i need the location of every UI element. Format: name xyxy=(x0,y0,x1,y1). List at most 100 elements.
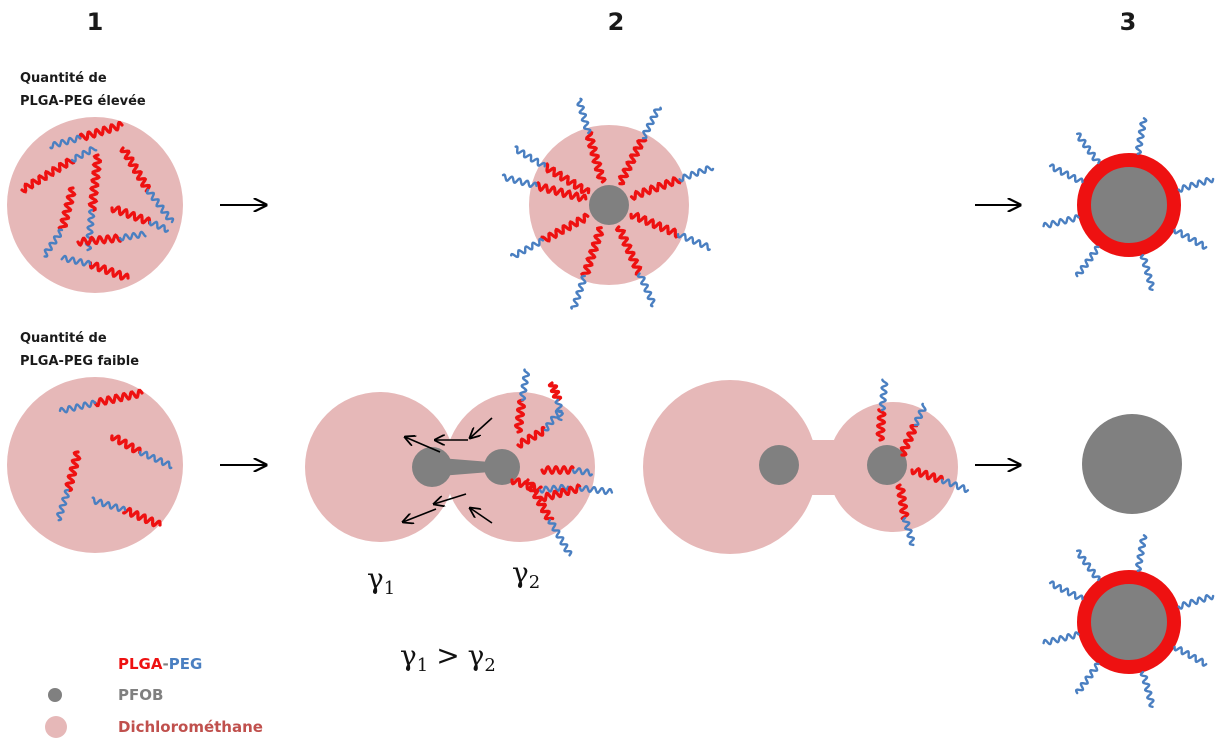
plga-segment xyxy=(88,261,130,281)
peg-segment xyxy=(547,518,573,557)
peg-segment xyxy=(538,483,570,494)
relation-operator: > xyxy=(436,639,459,672)
plga-segment xyxy=(57,186,77,232)
peg-segment xyxy=(501,173,538,189)
plga-segment xyxy=(899,424,919,457)
plga-segment xyxy=(87,153,103,212)
plga-segment xyxy=(110,434,142,455)
relation-gamma1-sub: 1 xyxy=(417,655,428,676)
peg-segment xyxy=(570,274,587,310)
flow-arrow-6 xyxy=(470,508,493,524)
peg-segment xyxy=(1139,253,1155,291)
plga-segment xyxy=(629,211,679,239)
flow-arrow-4 xyxy=(434,493,467,504)
peg-segment xyxy=(913,402,927,427)
plga-segment xyxy=(513,398,526,434)
plga-segment xyxy=(516,425,546,449)
peg-segment xyxy=(1076,549,1101,582)
pfob-core-right xyxy=(484,449,520,485)
peg-segment xyxy=(940,478,970,493)
peg-segment xyxy=(1048,580,1084,601)
peg-segment xyxy=(138,450,173,470)
peg-segment xyxy=(58,399,97,414)
tension-label-gamma2: γ2 xyxy=(512,556,540,593)
plga-segment xyxy=(76,233,122,247)
pfob-core-left xyxy=(412,447,452,487)
legend-pfob-swatch xyxy=(48,688,62,702)
peg-segment xyxy=(49,134,82,150)
svg-text:γ1>γ2: γ1>γ2 xyxy=(400,639,496,676)
gamma1-subscript: 1 xyxy=(384,578,395,599)
legend-solvent-text: Dichlorométhane xyxy=(118,718,263,736)
peg-segment xyxy=(1075,245,1100,278)
solvent-droplets xyxy=(7,117,958,554)
relation-gamma2: γ xyxy=(468,639,485,672)
legend-plga-text: PLGA xyxy=(118,655,163,673)
legend: PLGA-PEG PFOB Dichlorométhane xyxy=(45,655,263,738)
plga-segment xyxy=(78,121,124,142)
plga-segment xyxy=(540,465,575,475)
peg-segment xyxy=(1177,177,1215,193)
peg-segment xyxy=(543,409,563,432)
peg-segment xyxy=(70,146,98,163)
peg-segment xyxy=(641,106,663,140)
low-amount-label-line1: Quantité de xyxy=(20,331,107,346)
gamma2-symbol: γ xyxy=(512,556,529,589)
tension-relation: γ1>γ2 xyxy=(400,639,496,676)
legend-solvent-swatch xyxy=(45,716,67,738)
plga-segment xyxy=(895,483,910,520)
peg-segment xyxy=(878,378,889,412)
high-amount-label-line1: Quantité de xyxy=(20,71,107,86)
plga-segment xyxy=(64,450,82,492)
peg-segment xyxy=(901,516,916,547)
relation-gamma1: γ xyxy=(400,639,417,672)
peg-segment xyxy=(1134,117,1148,155)
plga-segment xyxy=(617,137,648,186)
plga-segment xyxy=(544,162,591,195)
peg-segment xyxy=(554,398,564,422)
plga-segment xyxy=(20,157,76,194)
flow-arrow-1 xyxy=(405,437,441,453)
pfob-core-row1-step2 xyxy=(589,185,629,225)
peg-segment xyxy=(576,97,592,135)
peg-segment xyxy=(1177,594,1215,610)
peg-segment xyxy=(676,232,711,252)
plga-segment xyxy=(540,212,590,243)
pfob-core-large-separated xyxy=(759,445,799,485)
plga-segment xyxy=(122,506,162,528)
plga-segment xyxy=(547,381,563,402)
peg-segment xyxy=(1048,163,1084,184)
svg-text:γ1: γ1 xyxy=(367,562,395,599)
plga-segment xyxy=(93,388,144,408)
peg-segment xyxy=(1042,631,1080,646)
high-amount-label-line2: PLGA-PEG élevée xyxy=(20,94,146,109)
capsule-shell-row2 xyxy=(1077,570,1181,674)
gamma2-subscript: 2 xyxy=(529,572,540,593)
pfob-droplet-bare xyxy=(1082,414,1182,514)
plga-segment xyxy=(579,226,605,277)
plga-segment xyxy=(119,146,152,193)
droplet-row2-step1 xyxy=(7,377,183,553)
flow-arrow-2 xyxy=(470,417,493,438)
flow-arrows xyxy=(403,417,493,524)
plga-peg-chains xyxy=(20,97,1215,708)
plga-segment xyxy=(535,181,588,203)
process-arrows xyxy=(220,205,1020,465)
peg-segment xyxy=(1042,214,1080,229)
peg-segment xyxy=(510,237,545,259)
plga-segment xyxy=(540,483,582,503)
peg-segment xyxy=(148,220,169,233)
step-number-2: 2 xyxy=(608,8,625,36)
plga-segment xyxy=(614,225,643,276)
peg-segment xyxy=(1139,670,1155,708)
peg-segment xyxy=(1076,132,1101,165)
peg-segment xyxy=(1173,645,1208,667)
svg-text:γ2: γ2 xyxy=(512,556,540,593)
pfob-cores xyxy=(412,185,907,487)
step-number-1: 1 xyxy=(87,8,104,36)
peg-segment xyxy=(1075,662,1100,695)
legend-peg-text: PEG xyxy=(169,655,203,673)
low-amount-label-line2: PLGA-PEG faible xyxy=(20,354,139,369)
peg-segment xyxy=(91,496,127,513)
pfob-bridge xyxy=(440,458,490,476)
